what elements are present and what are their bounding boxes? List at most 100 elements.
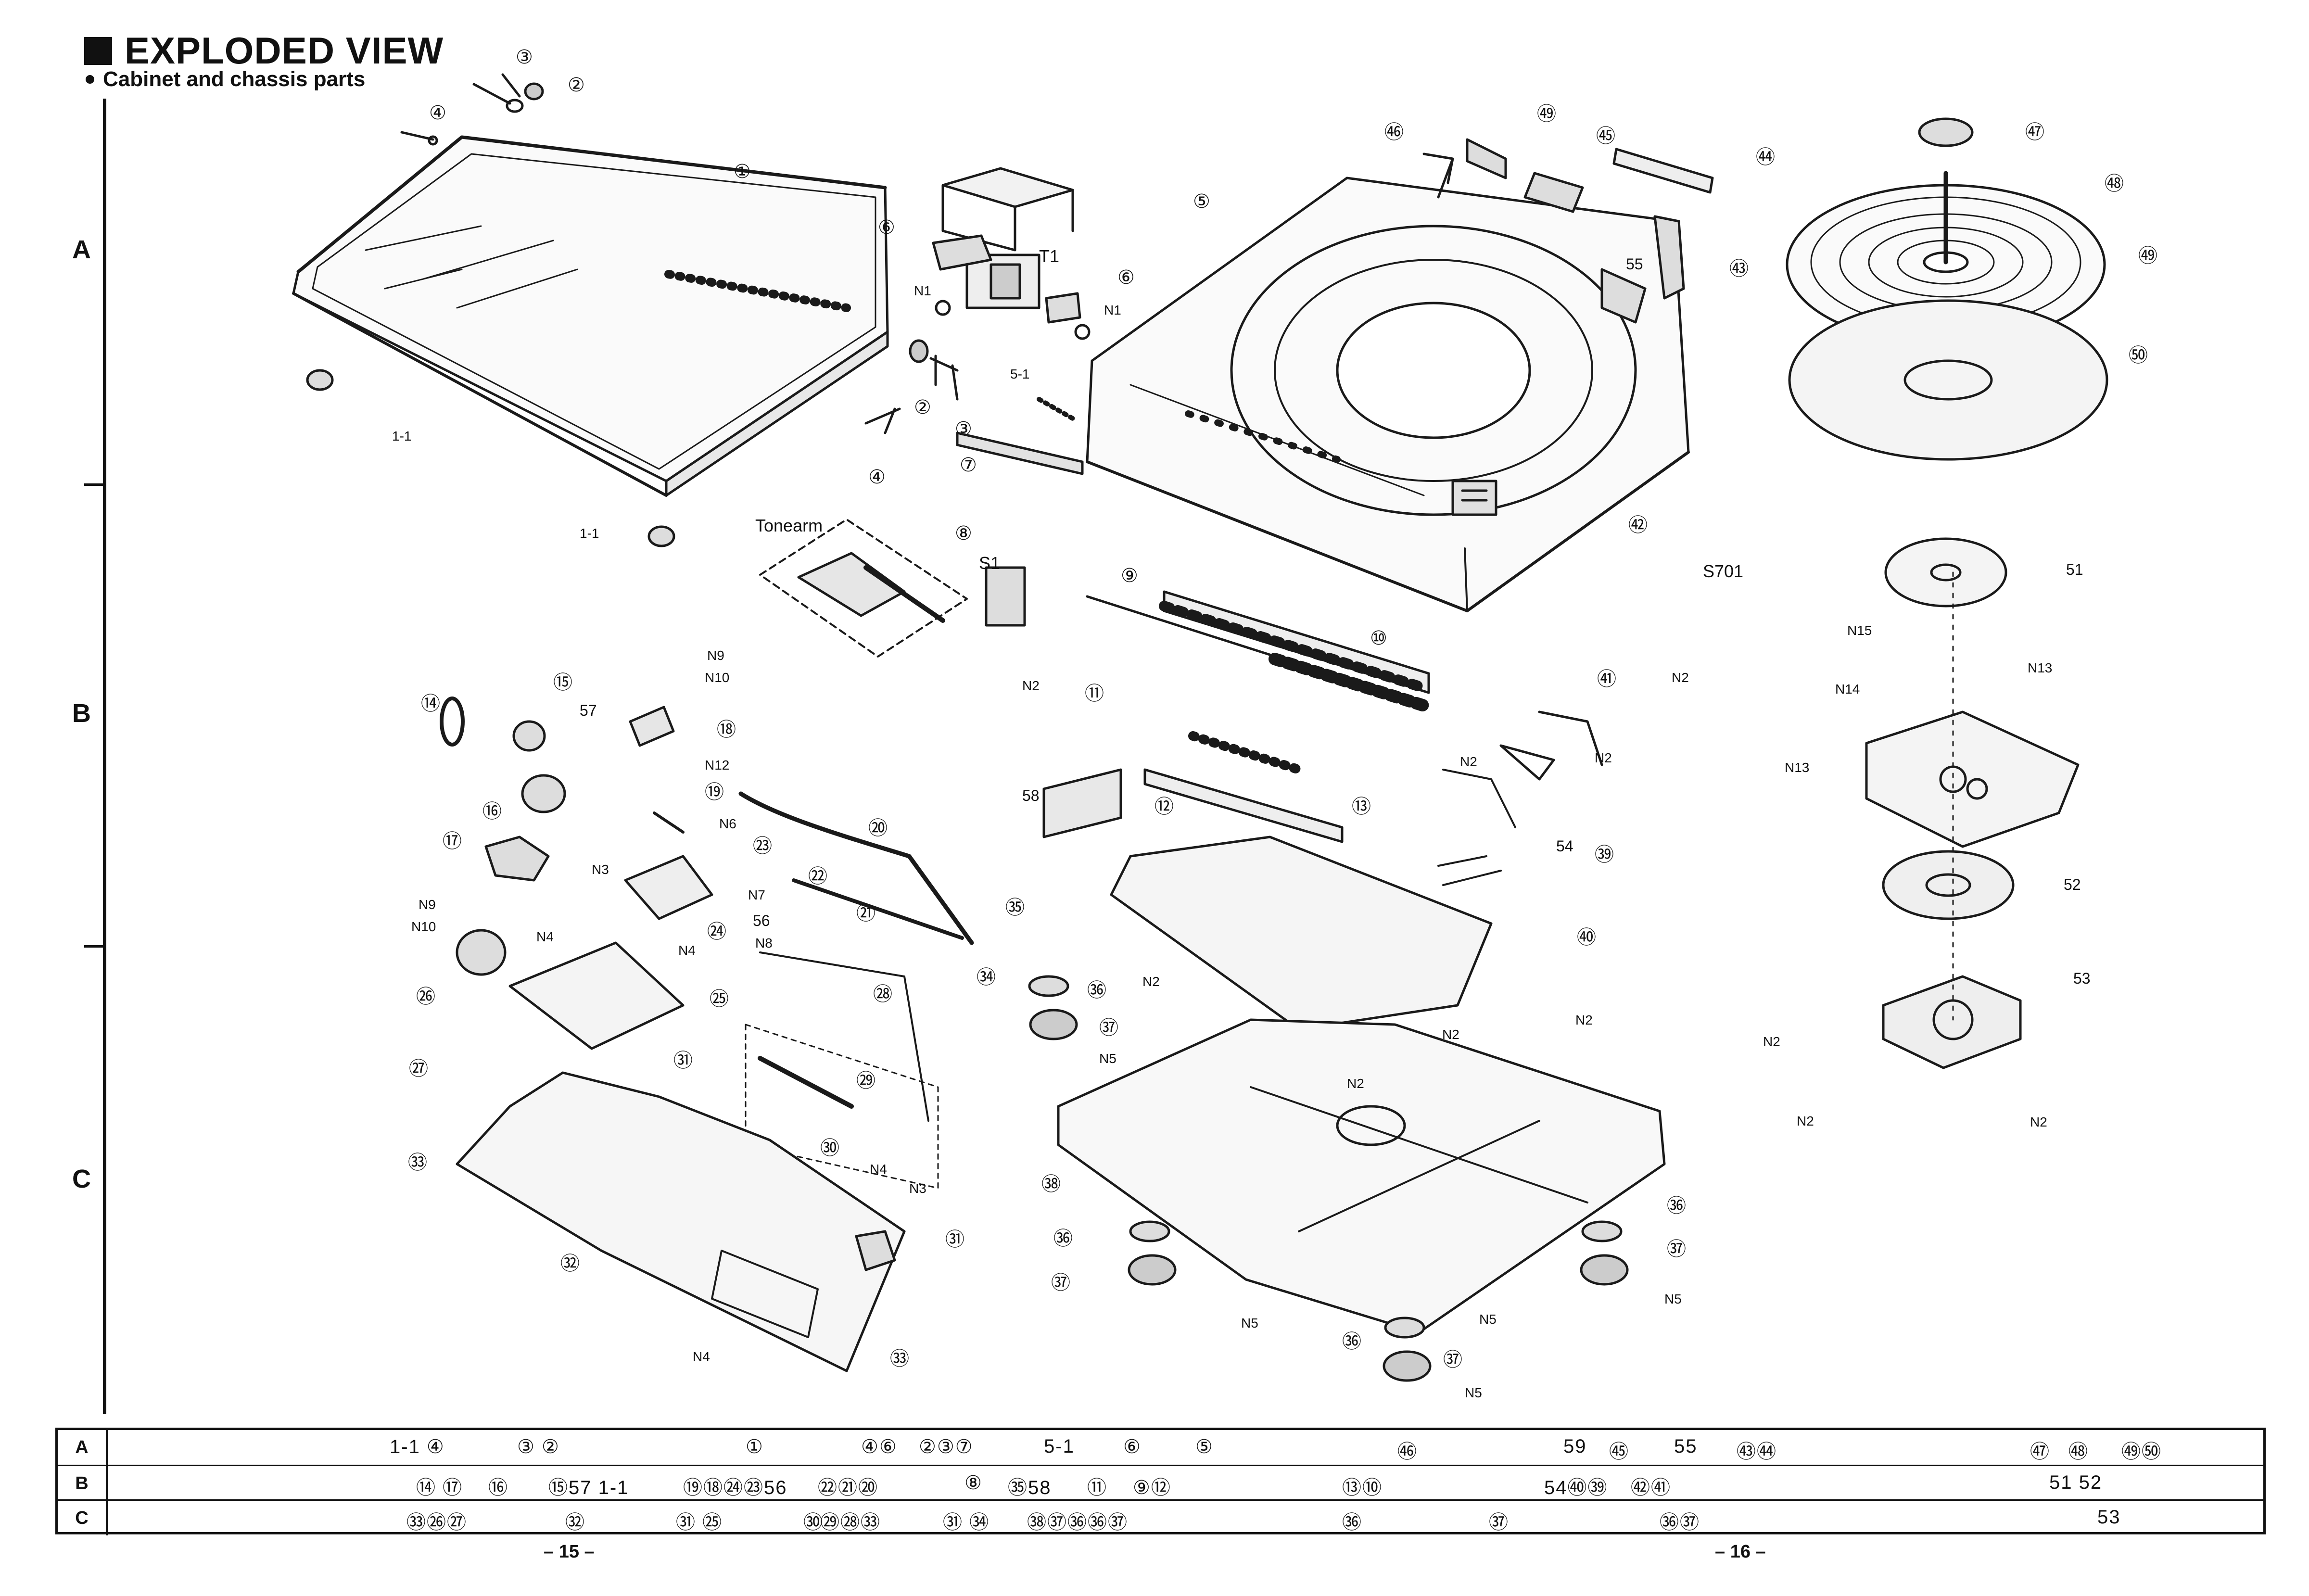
transformer-t1 bbox=[932, 167, 1091, 340]
callout-50: ㊿ bbox=[2129, 345, 2148, 366]
index-entry: 51 52 bbox=[2049, 1472, 2103, 1493]
callout-14: ⑭ bbox=[421, 693, 440, 714]
index-entry: ㉛ ㉞ bbox=[943, 1512, 990, 1533]
callout-36: ㊱ bbox=[1342, 1331, 1361, 1352]
index-entry: 1-1 ④ bbox=[390, 1436, 445, 1457]
index-entry: ⑥ bbox=[1123, 1436, 1142, 1457]
callout-31: ㉛ bbox=[945, 1229, 964, 1250]
callout-n9: N9 bbox=[707, 648, 724, 663]
index-entry: ㊳㊲㊱㊱㊲ bbox=[1027, 1512, 1128, 1533]
zone-label-b: B bbox=[72, 699, 91, 728]
index-entry: ㉟58 bbox=[1008, 1477, 1052, 1498]
callout-21: ㉑ bbox=[856, 903, 875, 924]
callout-30: ㉚ bbox=[820, 1138, 839, 1159]
cover-hinge-parts bbox=[306, 73, 959, 547]
index-entry: ⑮57 1-1 bbox=[548, 1477, 629, 1498]
index-row-label: B bbox=[58, 1466, 108, 1501]
index-entry: ㊷㊶ bbox=[1631, 1477, 1671, 1498]
exploded-view-drawing: ③ ② ④ ① 1-1 ② ③ ④ 1-1 ⑥ N1 ⑥ N1 5-1 ⑦ ⑤ … bbox=[292, 47, 2157, 1400]
callout-9: ⑨ bbox=[1121, 565, 1138, 586]
callout-2: ② bbox=[568, 75, 585, 96]
control-strips bbox=[956, 397, 1435, 843]
label-t1: T1 bbox=[1039, 246, 1059, 266]
index-entry: 5-1 bbox=[1044, 1436, 1075, 1457]
index-entry: ㊻ bbox=[1397, 1441, 1418, 1462]
callout-n7: N7 bbox=[748, 887, 765, 902]
page-number-left: – 15 – bbox=[544, 1542, 595, 1562]
index-entry: ㉙㉘㉝ bbox=[820, 1512, 881, 1533]
callout-n5: N5 bbox=[1664, 1292, 1682, 1306]
callout-n2: N2 bbox=[1347, 1076, 1364, 1091]
index-entry: ㉒㉑⑳ bbox=[818, 1477, 878, 1498]
callout-26: ㉖ bbox=[416, 986, 435, 1007]
callout-n5: N5 bbox=[1099, 1051, 1116, 1066]
platter-assembly bbox=[1786, 117, 2108, 1069]
callout-7: ⑦ bbox=[960, 455, 977, 476]
index-entry: ②③⑦ bbox=[919, 1436, 974, 1457]
callout-n2: N2 bbox=[1763, 1034, 1780, 1049]
index-row-label: A bbox=[58, 1430, 108, 1465]
index-entry: ⑯ bbox=[488, 1477, 508, 1498]
label-s701: S701 bbox=[1703, 561, 1743, 581]
callout-8: ⑧ bbox=[955, 523, 972, 544]
page-number-right: – 16 – bbox=[1715, 1542, 1766, 1562]
callout-n2: N2 bbox=[1797, 1114, 1814, 1128]
index-entry: ㊸㊹ bbox=[1737, 1441, 1777, 1462]
callout-24: ㉔ bbox=[707, 921, 726, 942]
callout-n4: N4 bbox=[536, 929, 554, 944]
page-title: EXPLODED VIEW bbox=[125, 29, 444, 72]
callout-5-1: 5-1 bbox=[1010, 367, 1029, 381]
index-entry: ㉛ ㉕ bbox=[676, 1512, 723, 1533]
index-entry: 53 bbox=[2097, 1507, 2121, 1528]
index-entry: 59 bbox=[1563, 1436, 1587, 1457]
callout-n4: N4 bbox=[870, 1162, 887, 1177]
callout-13: ⑬ bbox=[1352, 796, 1371, 817]
callout-10: ⑩ bbox=[1370, 628, 1387, 649]
callout-3: ③ bbox=[955, 418, 972, 440]
callout-43: ㊸ bbox=[1729, 258, 1749, 279]
callout-27: ㉗ bbox=[409, 1058, 428, 1079]
index-entry: 54㊵㊴ bbox=[1544, 1477, 1608, 1498]
zone-label-c: C bbox=[72, 1165, 91, 1193]
callout-46: ㊻ bbox=[1384, 122, 1404, 143]
index-entry: ㉚ bbox=[803, 1512, 824, 1533]
callout-20: ⑳ bbox=[868, 818, 888, 839]
label-tonearm: Tonearm bbox=[755, 516, 823, 535]
location-index-table: A 1-1 ④ ③ ② ① ④⑥ ②③⑦ 5-1 ⑥ ⑤ ㊻ 59 ㊺ 55 ㊸… bbox=[55, 1428, 2266, 1535]
index-entry: ㊱㊲ bbox=[1660, 1512, 1700, 1533]
callout-51: 51 bbox=[2066, 561, 2083, 578]
callout-n9: N9 bbox=[419, 897, 436, 912]
index-entry: ㊺ bbox=[1609, 1441, 1629, 1462]
callout-3: ③ bbox=[516, 47, 533, 68]
callout-n2: N2 bbox=[1460, 754, 1477, 769]
dust-cover bbox=[292, 135, 889, 497]
callout-52: 52 bbox=[2064, 876, 2081, 893]
callout-36: ㊱ bbox=[1667, 1195, 1686, 1216]
callout-58: 58 bbox=[1022, 787, 1040, 804]
title-square-icon bbox=[84, 37, 112, 65]
switch-assemblies bbox=[1422, 138, 1714, 324]
zone-ruler bbox=[103, 99, 106, 1414]
callout-n5: N5 bbox=[1241, 1316, 1258, 1330]
index-row-b: B ⑭ ⑰ ⑯ ⑮57 1-1 ⑲⑱㉔㉓56 ㉒㉑⑳ ⑧ ㉟58 ⑪ ⑨⑫ ⑬⑩… bbox=[58, 1465, 2263, 1501]
index-entry: ㊾㊿ bbox=[2121, 1441, 2162, 1462]
callout-4: ④ bbox=[429, 102, 446, 124]
callout-n10: N10 bbox=[705, 670, 729, 685]
callout-35: ㉟ bbox=[1005, 897, 1025, 918]
callout-17: ⑰ bbox=[443, 831, 462, 852]
callout-n2: N2 bbox=[1575, 1013, 1593, 1027]
callout-47: ㊼ bbox=[2025, 122, 2044, 143]
title-row: EXPLODED VIEW bbox=[84, 29, 444, 73]
callout-n4: N4 bbox=[693, 1349, 710, 1364]
callout-40: ㊵ bbox=[1577, 927, 1596, 948]
index-entry: 55 bbox=[1674, 1436, 1698, 1457]
callout-25: ㉕ bbox=[710, 988, 729, 1010]
callout-41: ㊶ bbox=[1597, 669, 1616, 690]
callout-55: 55 bbox=[1626, 255, 1643, 273]
callout-12: ⑫ bbox=[1154, 796, 1174, 817]
callout-n3: N3 bbox=[909, 1181, 926, 1196]
index-entry: ⑭ ⑰ bbox=[416, 1477, 463, 1498]
index-entry: ④⑥ bbox=[861, 1436, 898, 1457]
callout-n13: N13 bbox=[2028, 660, 2052, 675]
index-entry: ㊲ bbox=[1489, 1512, 1509, 1533]
